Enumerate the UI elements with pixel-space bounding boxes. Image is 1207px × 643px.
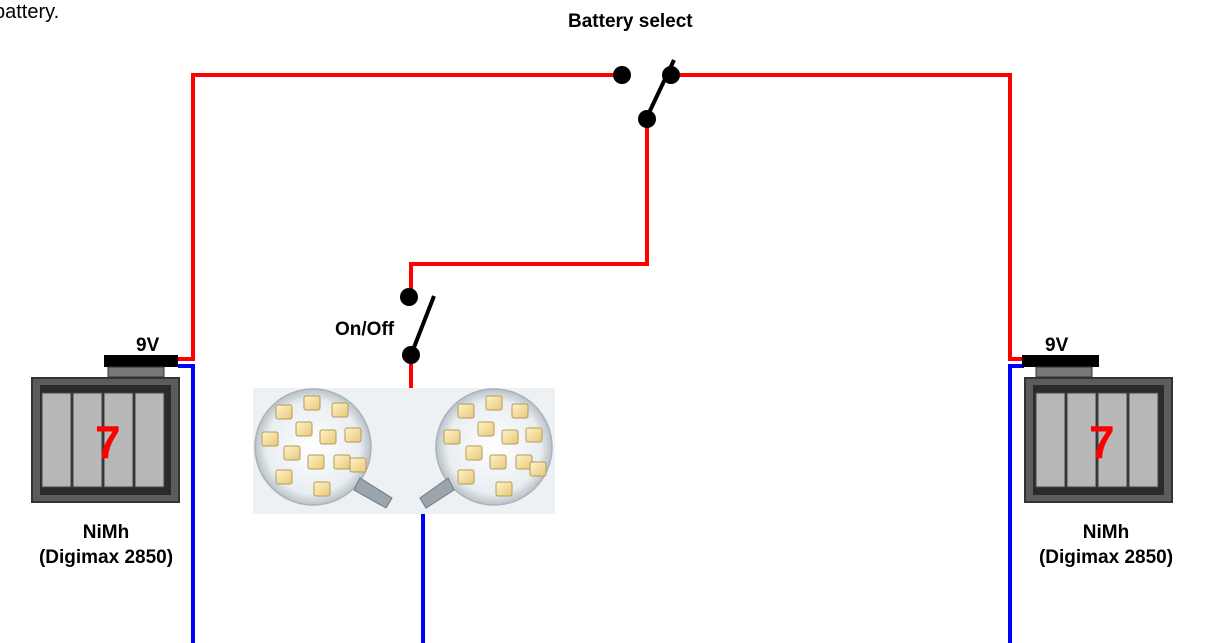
switch-terminal-right [662,66,680,84]
battery-cell-count: 7 [1089,416,1115,468]
battery-select-switch: Battery select [568,11,693,128]
battery-right: 9V 7 NiMh (Digimax 2850) [1022,335,1173,568]
positive-wiring [178,73,1024,513]
battery-left: 9V 7 NiMh (Digimax 2850) [31,335,180,568]
battery-select-label: Battery select [568,11,693,32]
battery-cell-count: 7 [95,416,121,468]
battery-voltage: 9V [136,335,160,356]
led-lamp-icon [419,388,553,509]
wire-right-battery-to-select [671,73,1024,361]
battery-connector [104,355,178,367]
wire-led-negative [407,509,425,643]
switch-terminal-bottom [402,346,420,364]
switch-icon [409,295,436,356]
battery-model: (Digimax 2850) [39,547,173,568]
wire-left-battery-to-select [178,73,622,361]
switch-terminal-common [638,110,656,128]
led-lamps [253,388,555,514]
battery-voltage: 9V [1045,335,1069,356]
wire-right-battery-negative [1008,364,1024,643]
battery-connector [1022,355,1099,367]
battery-model: (Digimax 2850) [1039,547,1173,568]
wire-left-battery-negative [178,364,195,643]
led-lamp-icon [254,388,393,509]
battery-chemistry: NiMh [1083,522,1129,543]
switch-terminal-left [613,66,631,84]
switch-terminal-top [400,288,418,306]
on-off-label: On/Off [335,319,395,340]
caption-fragment: battery. [0,1,59,23]
wire-select-to-onoff [409,119,649,297]
battery-chemistry: NiMh [83,522,129,543]
on-off-switch: On/Off [335,288,436,364]
